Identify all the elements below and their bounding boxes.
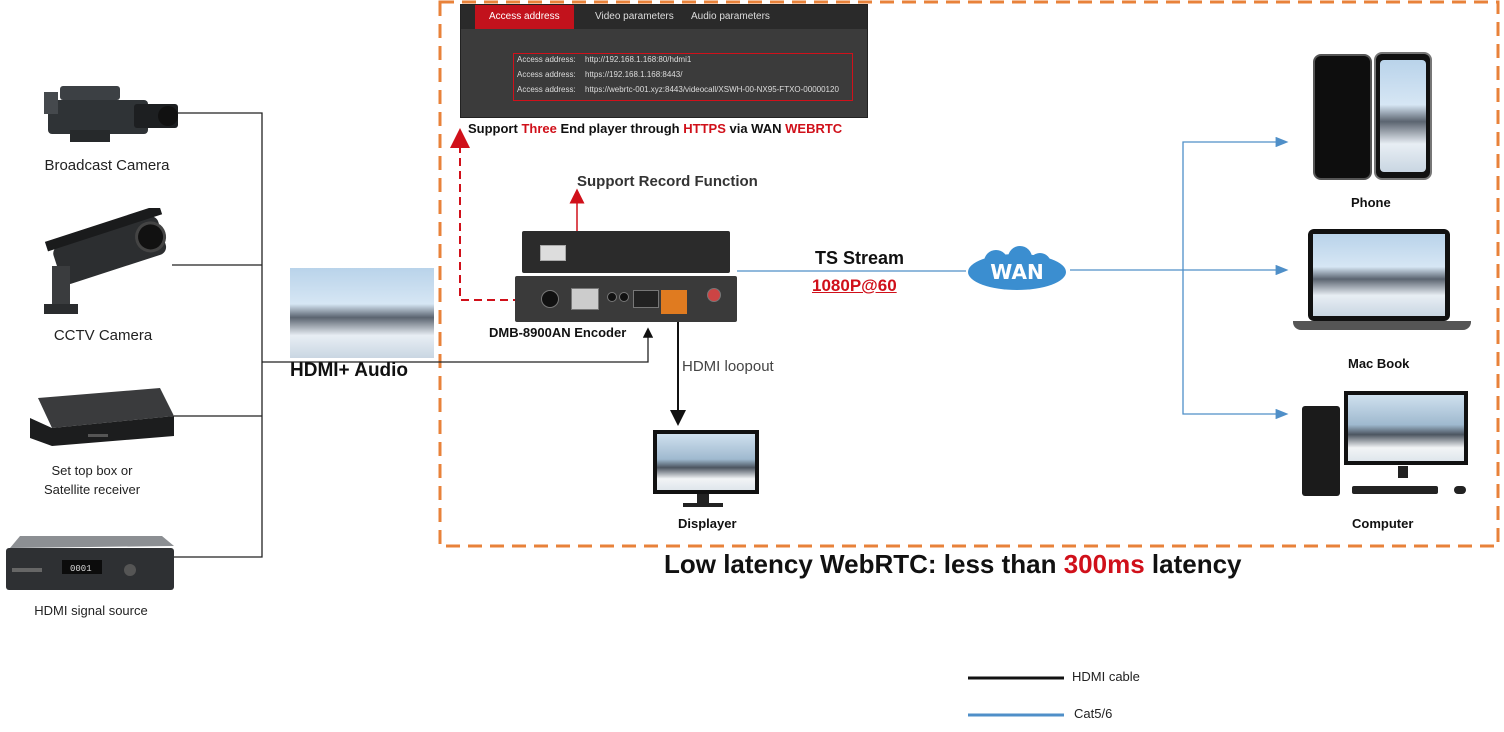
svg-text:0001: 0001 — [70, 564, 92, 574]
set-top-box-label-1: Set top box or — [51, 463, 133, 478]
encoder-label: DMB-8900AN Encoder — [489, 325, 627, 340]
latency-caption: Low latency WebRTC: less than 300ms late… — [664, 549, 1242, 579]
tab-access-address[interactable]: Access address — [475, 5, 574, 29]
cctv-camera-icon — [44, 208, 167, 314]
address-highlight-box — [513, 53, 853, 101]
desktop-computer-icon — [1302, 406, 1340, 496]
phone-icon — [1374, 52, 1432, 180]
encoder-front-panel — [515, 276, 737, 322]
tab-audio-parameters[interactable]: Audio parameters — [691, 11, 770, 22]
broadcast-camera-label: Broadcast Camera — [44, 157, 170, 174]
hdmi-audio-label: HDMI+ Audio — [290, 360, 409, 381]
address-row: Access address: http://192.168.1.168:80/h… — [517, 55, 691, 64]
tab-video-parameters[interactable]: Video parameters — [595, 11, 674, 22]
broadcast-camera-icon — [44, 86, 178, 142]
dc-port — [541, 290, 559, 308]
monitor-base — [683, 503, 723, 507]
address-key: Access address: — [517, 85, 576, 94]
laptop-base — [1293, 321, 1471, 330]
set-top-box-icon — [30, 388, 174, 446]
ts-stream-label: TS Stream — [815, 248, 905, 268]
laptop-screen — [1313, 234, 1445, 316]
computer-label: Computer — [1352, 516, 1414, 531]
panel-tabs: Access address Video parameters Audio pa… — [461, 5, 867, 29]
set-top-box-label-2: Satellite receiver — [43, 482, 141, 497]
hdmi-loopout-label: HDMI loopout — [682, 358, 774, 375]
lan-port — [571, 288, 599, 310]
hdmi-content-image — [290, 268, 434, 358]
stream-resolution-label: 1080P@60 — [812, 276, 897, 295]
access-address-panel: Access address Video parameters Audio pa… — [460, 4, 868, 118]
hdmi-in-port — [633, 290, 659, 308]
encoder-icon — [522, 231, 730, 273]
computer-monitor-stand — [1398, 466, 1408, 478]
computer-monitor — [1344, 391, 1468, 465]
cctv-camera-label: CCTV Camera — [53, 327, 153, 344]
legend-cat: Cat5/6 — [1074, 706, 1113, 721]
address-value: https://192.168.1.168:8443/ — [585, 70, 683, 79]
hdmi-source-icon: 0001 — [6, 536, 174, 590]
phone-screen — [1380, 60, 1426, 172]
displayer-label: Displayer — [678, 516, 737, 531]
phone-icon — [1313, 54, 1372, 180]
address-row: Access address: https://192.168.1.168:844… — [517, 70, 682, 79]
usb-port — [540, 245, 566, 261]
audio-in-port — [607, 292, 617, 302]
monitor-icon — [653, 430, 759, 494]
hdmi-out-port — [661, 290, 687, 314]
wan-cloud-icon: WAN — [968, 246, 1066, 290]
monitor-stand — [697, 494, 709, 504]
keyboard — [1352, 486, 1438, 494]
record-button[interactable] — [707, 288, 721, 302]
hdmi-source-label: HDMI signal source — [34, 603, 148, 618]
webrtc-support-label: Support Three End player through HTTPS v… — [468, 121, 843, 136]
address-key: Access address: — [517, 55, 576, 64]
record-function-label: Support Record Function — [577, 173, 758, 190]
address-value: https://webrtc-001.xyz:8443/videocall/XS… — [585, 85, 839, 94]
macbook-label: Mac Book — [1348, 356, 1410, 371]
address-value: http://192.168.1.168:80/hdmi1 — [585, 55, 692, 64]
phone-label: Phone — [1351, 195, 1391, 210]
address-row: Access address: https://webrtc-001.xyz:84… — [517, 85, 839, 94]
audio-out-port — [619, 292, 629, 302]
laptop-icon — [1308, 229, 1450, 321]
mouse — [1454, 486, 1466, 494]
legend-hdmi-cable: HDMI cable — [1072, 669, 1140, 684]
address-key: Access address: — [517, 70, 576, 79]
wan-label: WAN — [990, 260, 1043, 284]
